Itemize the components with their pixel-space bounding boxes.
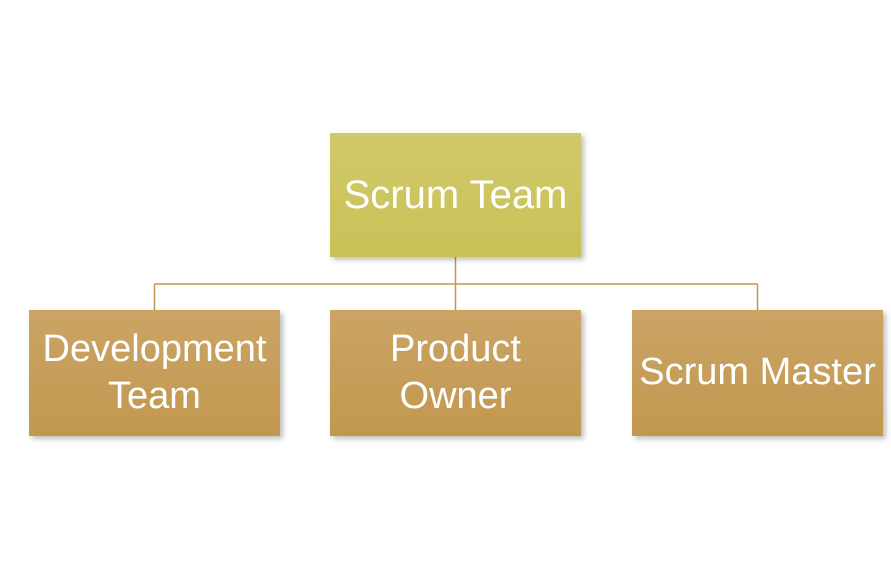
org-node-product-owner[interactable]: Product Owner [330, 310, 581, 436]
org-node-label: Development Team [42, 327, 267, 418]
org-node-label: Scrum Team [343, 172, 568, 217]
org-node-development-team[interactable]: Development Team [29, 310, 280, 436]
org-node-label: Product Owner [390, 327, 521, 418]
org-node-scrum-team[interactable]: Scrum Team [330, 133, 581, 257]
org-node-scrum-master[interactable]: Scrum Master [632, 310, 883, 436]
org-node-label: Scrum Master [639, 351, 876, 394]
